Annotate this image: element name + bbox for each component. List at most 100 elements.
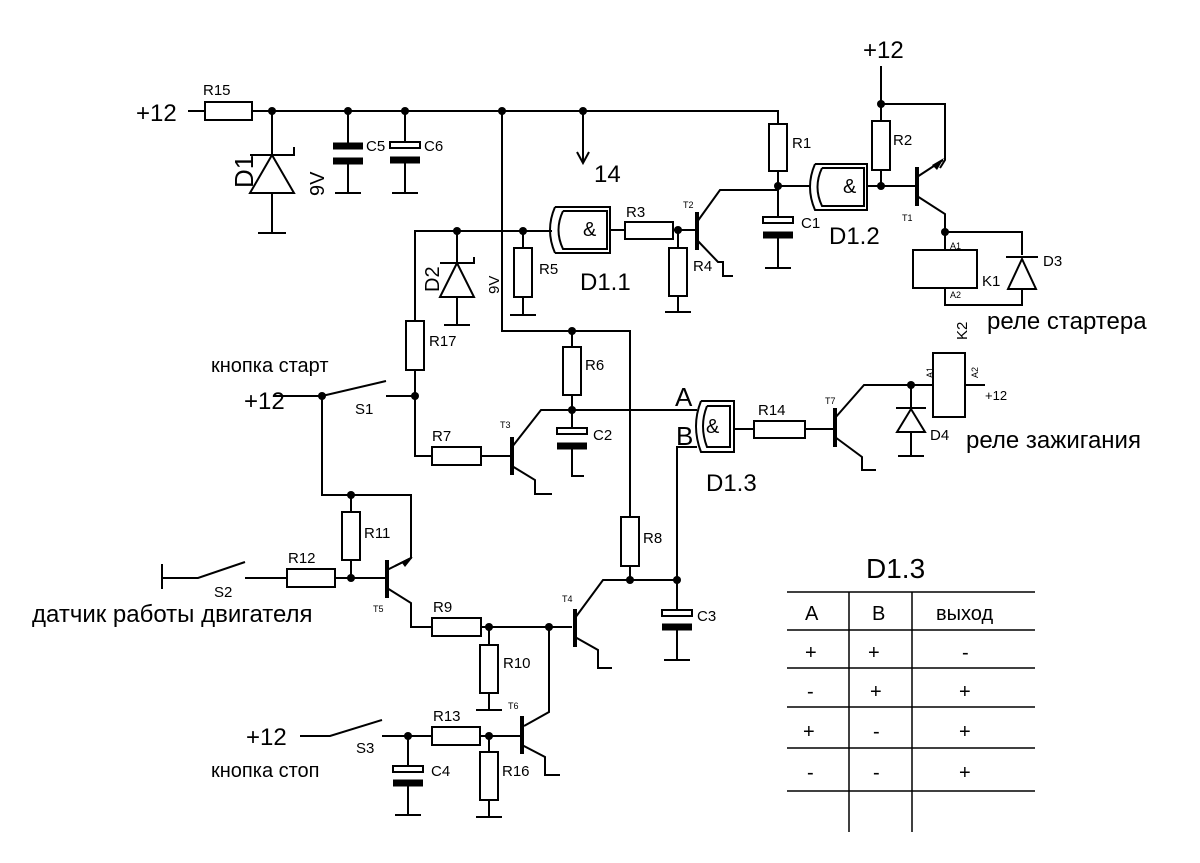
supply-plus12-relay: +12 (863, 37, 946, 169)
truth-table-cell: + (805, 642, 817, 664)
label-s1: S1 (355, 401, 373, 418)
label-d1-1-and: & (583, 219, 597, 241)
logic-gate-d1-1: & D1.1 (549, 206, 631, 296)
label-c2: C2 (593, 427, 612, 444)
truth-table-cell: - (807, 681, 814, 703)
capacitor-c5: C5 (333, 111, 385, 194)
label-d1-2: D1.2 (829, 223, 880, 250)
start-button-s1[interactable]: +12 S1 кнопка старт (211, 355, 415, 418)
resistor-r14: R14 (753, 402, 833, 439)
transistor-t6: T6 (508, 627, 560, 776)
label-start-button: кнопка старт (211, 355, 329, 377)
label-d2: D2 (422, 266, 444, 292)
truth-table-cell: + (868, 642, 880, 664)
label-r13: R13 (433, 708, 461, 725)
capacitor-c6: C6 (389, 111, 443, 194)
label-c1: C1 (801, 215, 820, 232)
truth-table-cell: - (873, 721, 880, 743)
label-d1-3-and: & (706, 416, 720, 438)
label-d3: D3 (1043, 253, 1062, 270)
label-k1: K1 (982, 273, 1000, 290)
truth-table-cell: + (803, 721, 815, 743)
label-plus12-stop: +12 (246, 724, 287, 751)
label-input-b: B (676, 421, 693, 451)
label-plus12-supply: +12 (136, 100, 177, 127)
transistor-t3: T3 (500, 409, 697, 495)
stop-button-s3[interactable]: +12 S3 кнопка стоп (211, 719, 432, 782)
label-t7: T7 (825, 396, 836, 406)
truth-table-cell: + (959, 721, 971, 743)
label-s2: S2 (214, 584, 232, 601)
label-starter-relay: реле стартера (987, 308, 1147, 335)
truth-table-header-a: A (805, 603, 819, 625)
label-r3: R3 (626, 204, 645, 221)
label-t5: T5 (373, 604, 384, 614)
label-t6: T6 (508, 701, 519, 711)
label-stop-button: кнопка стоп (211, 760, 320, 782)
label-s3: S3 (356, 740, 374, 757)
label-d1-1: D1.1 (580, 269, 631, 296)
label-r8: R8 (643, 530, 662, 547)
label-r17: R17 (429, 333, 457, 350)
resistor-r11: R11 (341, 495, 390, 578)
capacitor-c1: C1 (762, 215, 820, 269)
transistor-t4: T4 (562, 579, 630, 669)
resistor-r7: R7 (431, 428, 510, 466)
diode-d4: D4 (895, 385, 949, 457)
label-r9: R9 (433, 599, 452, 616)
label-d2-voltage: 9V (486, 276, 503, 294)
label-r1: R1 (792, 135, 811, 152)
resistor-r12: R12 (286, 550, 385, 588)
transistor-t5: T5 (373, 557, 432, 628)
label-d1-voltage: 9V (307, 171, 329, 196)
capacitor-c4: C4 (392, 736, 450, 816)
capacitor-c2: C2 (556, 427, 612, 477)
relay-k1: A1 A2 K1 (912, 241, 1000, 300)
label-r7: R7 (432, 428, 451, 445)
power-rail: R15 +12 (136, 82, 779, 127)
resistor-r1: R1 (768, 123, 811, 217)
label-r15: R15 (203, 82, 231, 99)
truth-table-cell: + (959, 762, 971, 784)
wire-d1-1-input (414, 230, 552, 321)
label-r16: R16 (502, 763, 530, 780)
wire-r6-r8-feed (501, 111, 631, 517)
label-t3: T3 (500, 420, 511, 430)
wire-k1-d3 (944, 231, 1023, 306)
resistor-r2: R2 (871, 120, 912, 186)
label-input-a: A (675, 382, 693, 412)
truth-table-cell: + (870, 681, 882, 703)
resistor-r6: R6 (562, 331, 604, 428)
resistor-r5: R5 (513, 247, 558, 298)
truth-table-cell: + (959, 681, 971, 703)
label-pin14: 14 (594, 161, 621, 188)
label-k2-a2: A2 (970, 367, 980, 378)
truth-table-cell: - (807, 762, 814, 784)
label-k2-a1: A1 (925, 367, 935, 378)
truth-table-d1-3: D1.3 A B выход + + - - + + + - + - - + (787, 553, 1035, 832)
label-t4: T4 (562, 594, 573, 604)
label-r4: R4 (693, 258, 712, 275)
label-r2: R2 (893, 132, 912, 149)
engine-sensor-s2[interactable]: S2 датчик работы двигателя (32, 561, 313, 628)
label-c3: C3 (697, 608, 716, 625)
label-d1-3: D1.3 (706, 470, 757, 497)
label-engine-sensor: датчик работы двигателя (32, 601, 313, 628)
diode-d3: D3 (1006, 253, 1062, 290)
label-c6: C6 (424, 138, 443, 155)
label-d4: D4 (930, 427, 949, 444)
capacitor-c3: C3 (661, 580, 716, 661)
resistor-r3: R3 (610, 204, 678, 240)
resistor-r9: R9 (431, 599, 572, 637)
pin-14-arrow: 14 (576, 111, 621, 188)
label-r11: R11 (364, 525, 390, 542)
resistor-r4: R4 (665, 230, 712, 313)
label-k1-a1: A1 (950, 241, 961, 251)
logic-gate-d1-2: & D1.2 (778, 163, 915, 250)
resistor-r16: R16 (476, 736, 530, 818)
relay-k2: K2 A1 A2 +12 (925, 322, 1007, 418)
label-plus12-k2: +12 (985, 388, 1007, 403)
transistor-t1: T1 (902, 158, 946, 232)
label-r12: R12 (288, 550, 316, 567)
